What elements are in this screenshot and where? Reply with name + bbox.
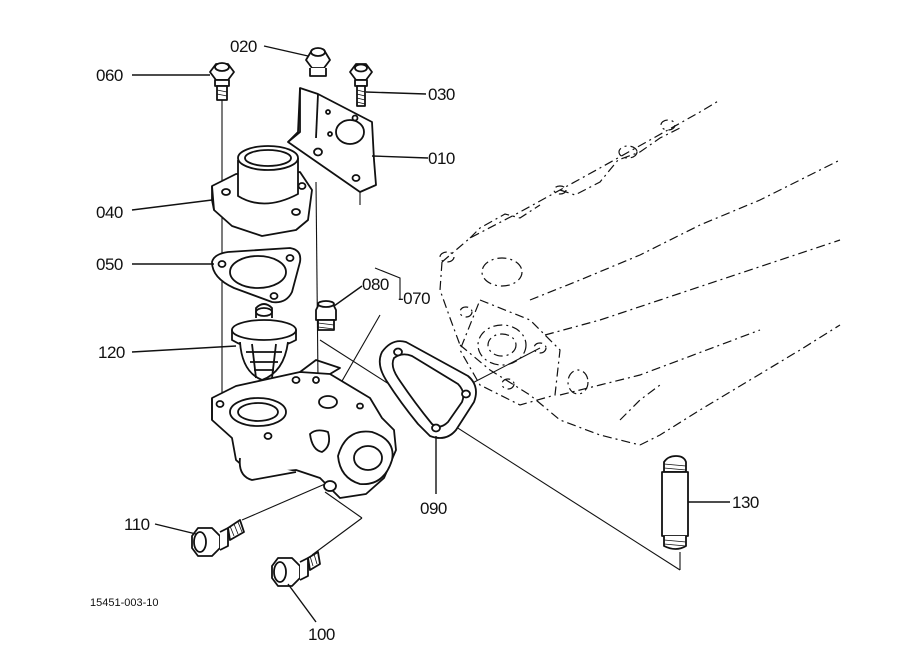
part-040-thermostat-cover — [211, 145, 313, 237]
drawing-number: 15451-003-10 — [90, 597, 159, 609]
part-010-bracket — [287, 87, 377, 193]
part-080-sensor — [315, 300, 337, 331]
part-020-bolt — [305, 47, 331, 77]
label-050: 050 — [96, 255, 123, 274]
label-090: 090 — [420, 499, 447, 518]
label-110: 110 — [124, 515, 150, 534]
label-120: 120 — [98, 343, 125, 362]
part-060-bolt — [209, 62, 235, 101]
label-100: 100 — [308, 625, 335, 644]
part-110-bolt — [191, 519, 245, 557]
part-120-thermostat — [231, 303, 297, 381]
label-060: 060 — [96, 66, 123, 85]
label-010: 010 — [428, 149, 455, 168]
label-020: 020 — [230, 37, 257, 56]
label-080: 080 — [362, 275, 389, 294]
label-030: 030 — [428, 85, 455, 104]
part-100-bolt — [271, 551, 321, 587]
part-050-gasket — [211, 247, 302, 304]
label-070: -070 — [398, 289, 430, 308]
part-labels: 010 020 030 040 050 060 -070 080 090 100… — [90, 37, 759, 644]
part-090-gasket — [378, 340, 477, 439]
label-130: 130 — [732, 493, 759, 512]
part-030-bolt — [349, 63, 373, 107]
label-040: 040 — [96, 203, 123, 222]
leader-lines — [131, 45, 730, 623]
engine-block — [439, 99, 841, 446]
part-070-thermostat-housing — [211, 359, 397, 499]
part-130-stud — [661, 455, 689, 550]
